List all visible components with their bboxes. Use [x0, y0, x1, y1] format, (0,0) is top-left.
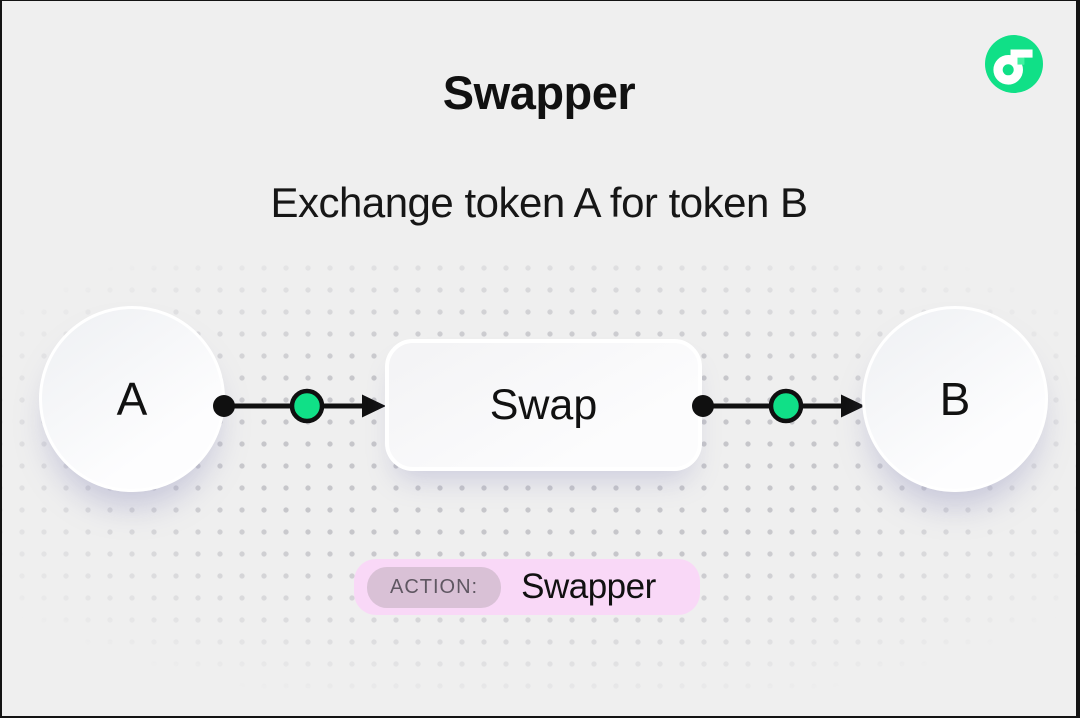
source-dot [692, 395, 714, 417]
token-b-node: B [862, 306, 1048, 492]
green-token-dot [289, 388, 325, 424]
arrowhead-icon [362, 394, 386, 418]
arrow-connector-left [213, 388, 386, 424]
swap-label: Swap [489, 380, 598, 429]
action-badge-value: Swapper [521, 567, 656, 606]
action-badge-label: ACTION: [367, 566, 502, 608]
page-subtitle: Exchange token A for token B [270, 179, 808, 226]
flow-logo-icon [985, 35, 1043, 93]
arrowhead-icon [841, 394, 865, 418]
source-dot [213, 395, 235, 417]
swap-action-box: Swap [385, 339, 702, 471]
token-a-node: A [39, 306, 225, 492]
arrow-connector-right [692, 388, 865, 424]
token-b-label: B [939, 373, 971, 425]
page-title: Swapper [442, 66, 636, 119]
action-badge: ACTION: Swapper [354, 559, 700, 615]
token-a-label: A [116, 373, 148, 425]
green-token-dot [768, 388, 804, 424]
